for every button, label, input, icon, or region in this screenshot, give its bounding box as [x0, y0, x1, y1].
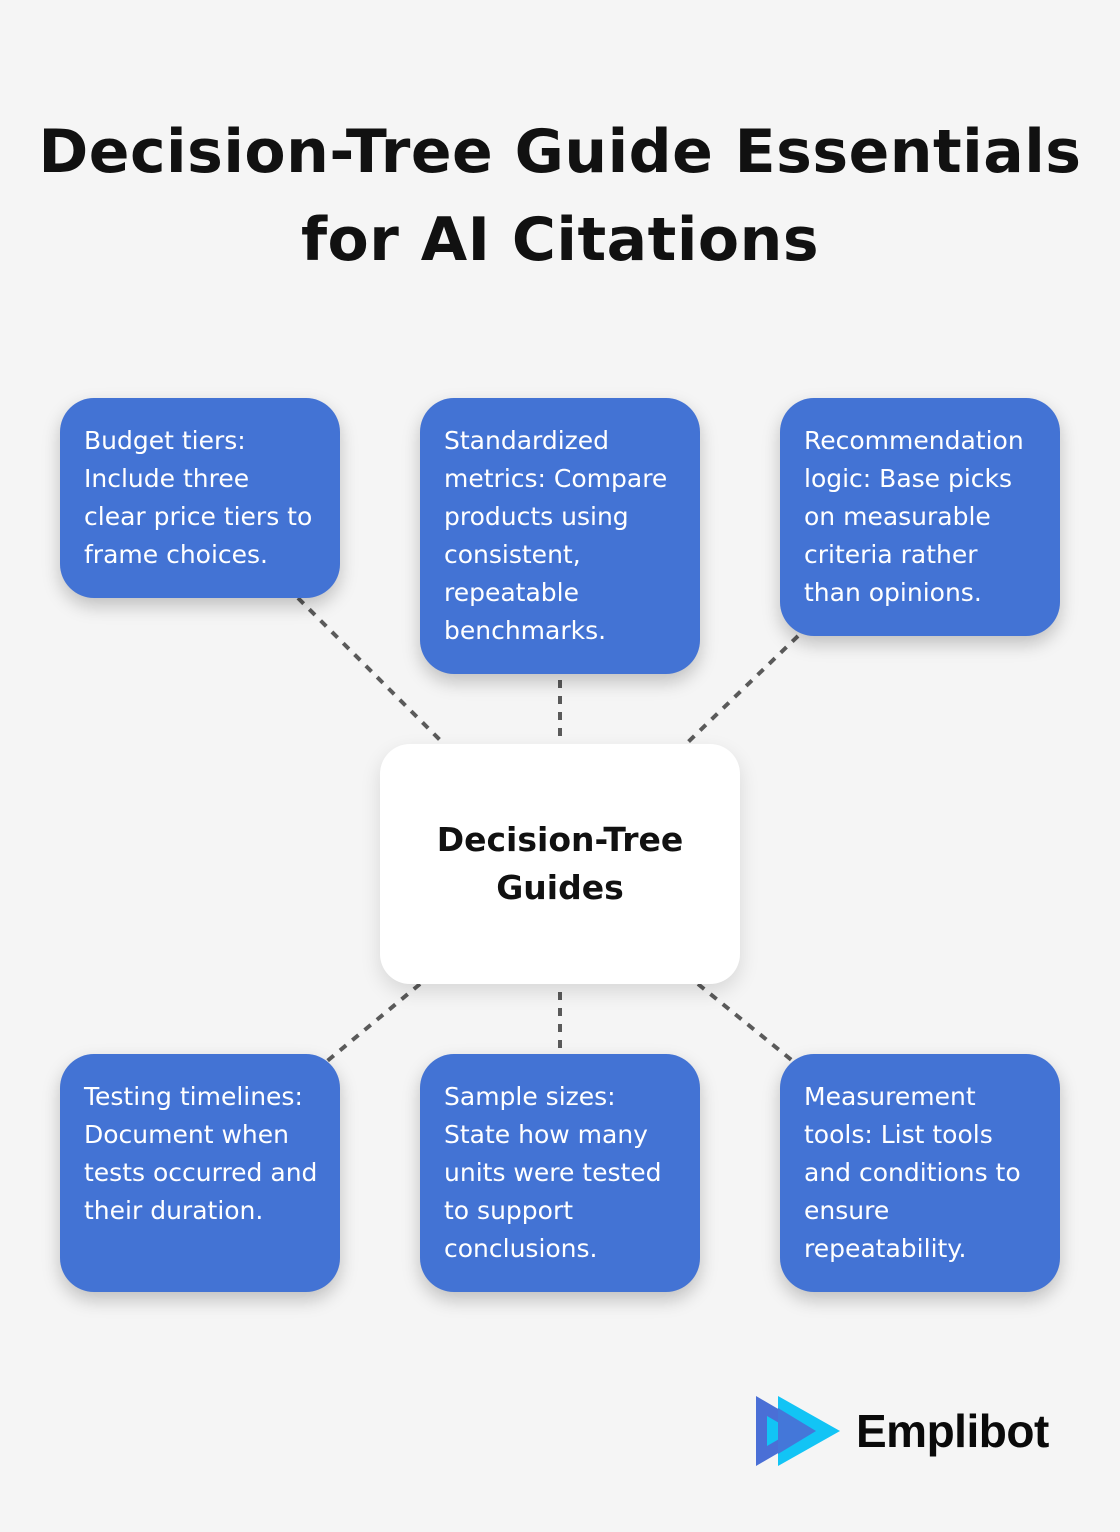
connector-line: [296, 596, 446, 746]
page-title: Decision-Tree Guide Essentials for AI Ci…: [38, 117, 1082, 275]
connector-line: [324, 982, 422, 1064]
play-arrows-icon: [756, 1396, 840, 1466]
node-budget-tiers: Budget tiers: Include three clear price …: [60, 398, 340, 598]
connector-line: [684, 634, 800, 746]
node-sample-sizes: Sample sizes: State how many units were …: [420, 1054, 700, 1292]
node-measurement-tools: Measurement tools: List tools and condit…: [780, 1054, 1060, 1292]
connector-line: [696, 982, 796, 1064]
node-recommendation-logic: Recommendation logic: Base picks on meas…: [780, 398, 1060, 636]
node-standardized-metrics: Standardized metrics: Compare products u…: [420, 398, 700, 674]
brand-logo: Emplibot: [756, 1396, 1049, 1466]
logo-text: Emplibot: [856, 1405, 1049, 1457]
node-testing-timelines: Testing timelines: Document when tests o…: [60, 1054, 340, 1292]
